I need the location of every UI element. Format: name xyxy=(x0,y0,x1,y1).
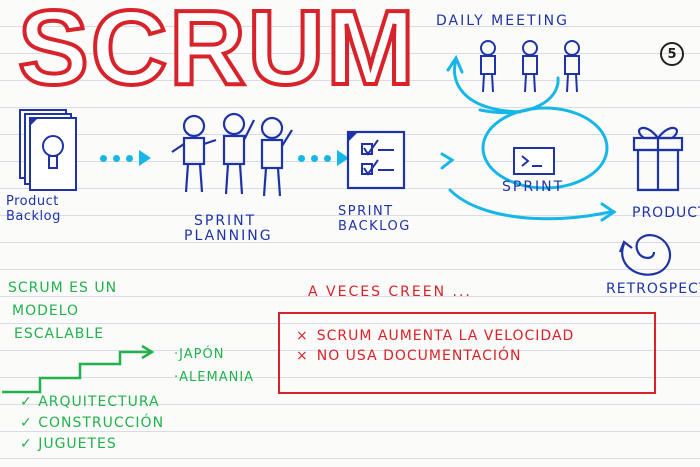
product-backlog-icon xyxy=(19,109,77,191)
product-label: PRODUCT xyxy=(632,205,700,221)
product-backlog-label: Product Backlog xyxy=(6,194,61,224)
example-item: ✓ ARQUITECTURA xyxy=(20,394,160,410)
page-title: SCRUM xyxy=(14,0,417,109)
product-backlog-group: Product Backlog xyxy=(6,108,90,238)
retrospective-spiral-icon xyxy=(618,234,671,276)
misconceptions-box: ×SCRUM AUMENTA LA VELOCIDAD ×NO USA DOCU… xyxy=(278,312,656,394)
checklist-icon xyxy=(346,130,406,190)
title-text: SCRUM xyxy=(18,0,417,107)
sprint-backlog-group: SPRINT BACKLOG xyxy=(338,128,438,243)
sprint-planning-label: SPRINT PLANNING xyxy=(184,213,273,244)
gift-icon xyxy=(632,126,684,192)
sprint-label: SPRINT xyxy=(502,179,565,195)
flow-arrow-2 xyxy=(298,150,349,166)
scaling-stairs-arrow xyxy=(2,344,155,394)
team-people-icon xyxy=(171,112,293,197)
misconceptions-heading: A VECES CREEN ... xyxy=(308,284,472,300)
daily-meeting-people-icon xyxy=(480,40,580,93)
example-item: ✓ JUGUETES xyxy=(20,436,117,452)
cross-icon: × xyxy=(296,328,309,344)
scaling-heading: SCRUM ES UN MODELO ESCALABLE xyxy=(8,280,118,342)
page-number-badge: 5 xyxy=(660,42,684,66)
sprint-backlog-label: SPRINT BACKLOG xyxy=(338,204,411,234)
country-item: ·ALEMANIA xyxy=(174,370,255,385)
example-item: ✓ CONSTRUCCIÓN xyxy=(20,415,165,431)
examples-list: ✓ ARQUITECTURA ✓ CONSTRUCCIÓN ✓ JUGUETES xyxy=(20,394,164,453)
cross-icon: × xyxy=(296,348,309,364)
flow-arrow-1 xyxy=(100,150,151,166)
sprint-planning-group: SPRINT PLANNING xyxy=(168,110,308,250)
countries-list: ·JAPÓN ·ALEMANIA xyxy=(174,346,254,386)
misconception-item: ×SCRUM AUMENTA LA VELOCIDAD xyxy=(296,328,575,344)
misconceptions-list: ×SCRUM AUMENTA LA VELOCIDAD ×NO USA DOCU… xyxy=(296,326,574,366)
retrospective-label: RETROSPECTIVE xyxy=(606,281,700,297)
misconception-item: ×NO USA DOCUMENTACIÓN xyxy=(296,348,522,364)
country-item: ·JAPÓN xyxy=(174,347,225,362)
daily-meeting-label: DAILY MEETING xyxy=(436,13,569,29)
sprint-cycle-arrows xyxy=(440,54,617,222)
terminal-icon xyxy=(513,147,555,175)
